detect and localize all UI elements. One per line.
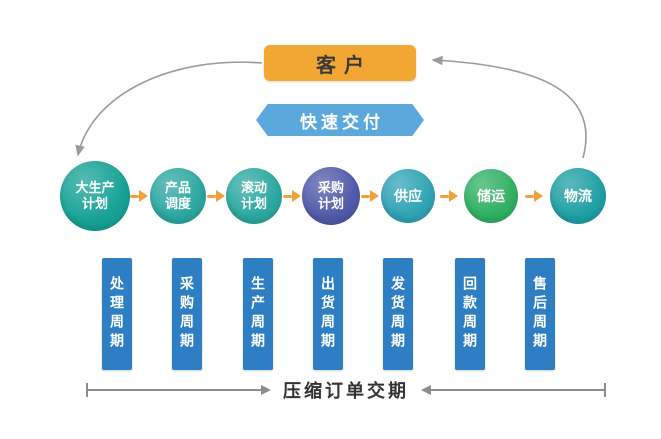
flow-arrow-icon (283, 190, 301, 202)
flow-node-procurement-plan: 采购 计划 (302, 167, 360, 225)
cycle-bar-procurement: 采购周期 (172, 258, 202, 370)
cycle-bar-payment-collection: 回款周期 (455, 258, 485, 370)
arc-customer-to-plan (75, 61, 263, 157)
cycle-bar-label: 售后周期 (532, 276, 548, 352)
flow-node-logistics: 物流 (550, 168, 606, 224)
dimension-left-line (88, 389, 261, 391)
cycle-bar-shipment: 出货周期 (313, 258, 343, 370)
arrow-left-icon (421, 385, 431, 395)
arrow-right-icon (261, 385, 271, 395)
flow-arrow-icon (130, 190, 148, 202)
cycle-bar-processing: 处理周期 (102, 258, 132, 370)
order-leadtime-label: 压缩订单交期 (283, 381, 409, 401)
cycle-bar-label: 生产周期 (250, 276, 266, 352)
order-leadtime-dimension: 压缩订单交期 (86, 380, 606, 401)
customer-box: 客户 (264, 45, 416, 81)
cycle-bar-label: 处理周期 (109, 276, 125, 352)
dimension-left-tick (86, 383, 88, 397)
flow-arrow-icon (361, 190, 379, 202)
cycle-bar-production: 生产周期 (243, 258, 273, 370)
cycle-bar-label: 出货周期 (320, 276, 336, 352)
cycle-bar-label: 发货周期 (390, 276, 406, 352)
dimension-right-tick (604, 383, 606, 397)
flow-arrow-icon (207, 190, 225, 202)
flow-node-storage-transport: 储运 (464, 169, 518, 223)
cycle-bar-label: 回款周期 (462, 276, 478, 352)
arc-logistics-to-customer (431, 55, 587, 159)
dimension-right-line (431, 389, 604, 391)
fast-delivery-ribbon: 快速交付 (256, 104, 424, 136)
flow-node-production-master-plan: 大生产 计划 (60, 161, 130, 231)
cycle-bar-after-sales: 售后周期 (525, 258, 555, 370)
flow-node-product-scheduling: 产品 调度 (150, 168, 206, 224)
cycle-bar-label: 采购周期 (179, 276, 195, 352)
flow-node-rolling-plan: 滚动 计划 (226, 168, 282, 224)
flow-arrow-icon (440, 190, 458, 202)
flow-arrow-icon (525, 190, 543, 202)
cycle-bar-delivery: 发货周期 (383, 258, 413, 370)
flow-node-supply: 供应 (381, 169, 435, 223)
